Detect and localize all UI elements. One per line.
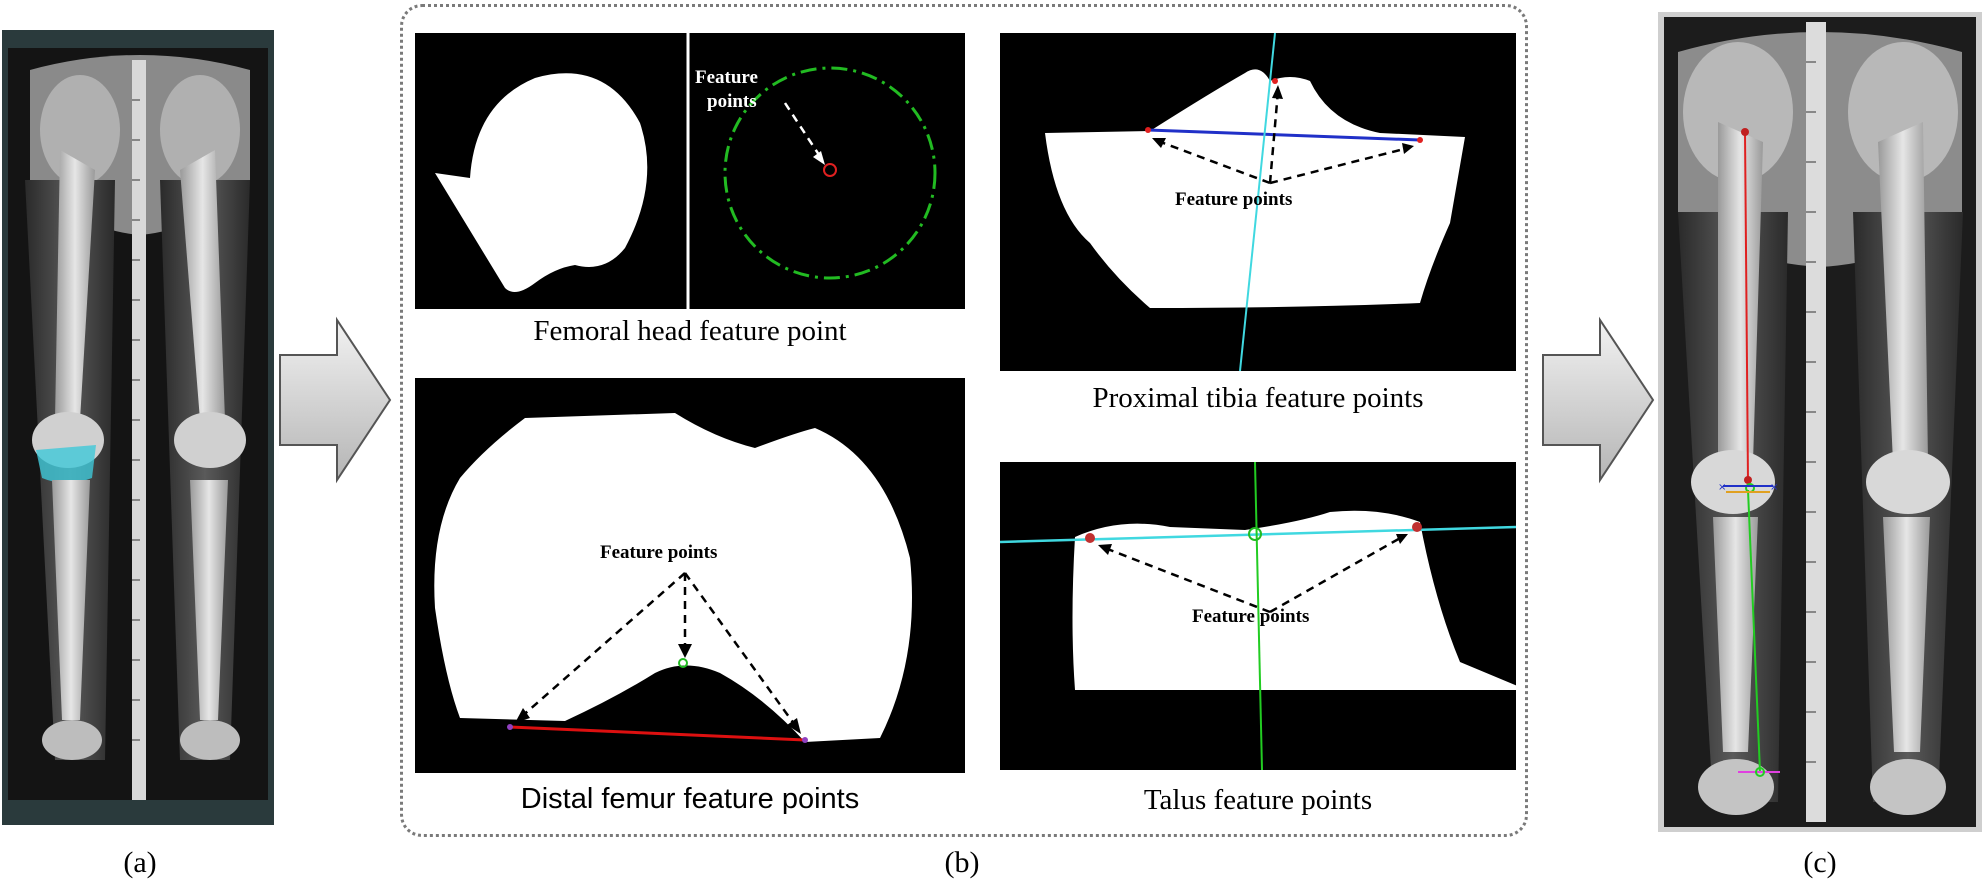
- panel-b-frame: [400, 4, 1528, 837]
- femoral-mechanical-axis: [1744, 131, 1749, 483]
- talus-caption: Talus feature points: [1143, 784, 1373, 816]
- femoral-head-annotation-line2: points: [707, 91, 757, 112]
- panel-label-c: (c): [1803, 846, 1837, 879]
- proximal-tibia-image: Feature points: [1000, 33, 1516, 371]
- proximal-tibia-annotation: Feature points: [1175, 189, 1292, 210]
- distal-femur-annotation: Feature points: [600, 542, 717, 563]
- right-arrow-icon: [279, 316, 392, 484]
- femoral-head-center: [823, 163, 837, 177]
- femoral-head-annotation-line1: Feature: [695, 67, 758, 88]
- distal-femur-caption: Distal femur feature points: [520, 783, 860, 815]
- talus-annotation: Feature points: [1192, 606, 1309, 627]
- svg-text:×: ×: [1770, 482, 1778, 493]
- femoral-head-caption: Femoral head feature point: [533, 315, 847, 347]
- femoral-head-image: Feature points: [415, 33, 965, 309]
- svg-text:×: ×: [1718, 482, 1726, 493]
- proximal-tibia-caption: Proximal tibia feature points: [1092, 382, 1424, 414]
- distal-femur-image: Feature points: [415, 378, 965, 773]
- xray-panel-c: × ×: [1658, 12, 1982, 832]
- ruler: [132, 60, 146, 800]
- right-arrow-icon: [1542, 316, 1655, 484]
- panel-label-b: (b): [944, 846, 980, 879]
- xray-panel-a: [2, 30, 274, 825]
- panel-label-a: (a): [123, 846, 157, 879]
- segmentation-highlight: [36, 445, 96, 483]
- talus-image: Feature points: [1000, 462, 1516, 770]
- tibial-mechanical-axis: [1747, 489, 1761, 773]
